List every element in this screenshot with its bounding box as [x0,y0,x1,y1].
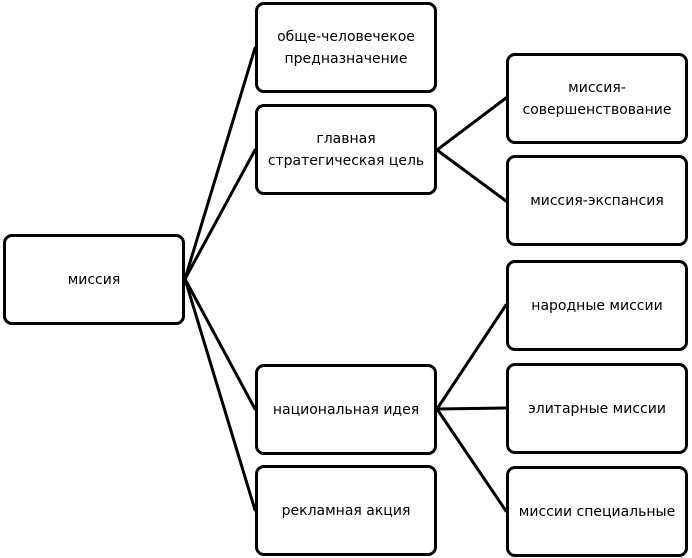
connector-b-b1 [435,96,508,152]
node-mission: миссия [3,234,185,325]
connector-root-d [183,277,257,512]
connector-root-a [183,46,257,281]
node-mission-label: миссия [67,271,121,288]
node-advertising-campaign-label: рекламная акция [281,502,411,519]
node-mission-improvement-label: миссия-совершенствование [522,79,672,118]
node-folk-missions: народные миссии [506,260,688,351]
node-universal-purpose-label: обще-человечекое предназначение [277,28,415,67]
node-national-idea: национальная идея [255,364,437,455]
connector-c-c3 [435,407,508,513]
node-mission-expansion: миссия-экспансия [506,155,688,246]
node-main-strategic-goal-label: главная стратегическая цель [267,130,425,169]
node-universal-purpose: обще-человечекое предназначение [255,2,437,93]
node-mission-expansion-label: миссия-экспансия [530,192,664,209]
node-elite-missions-label: элитарные миссии [528,400,666,417]
connector-c-c2 [435,406,508,411]
node-advertising-campaign: рекламная акция [255,465,437,556]
node-folk-missions-label: народные миссии [531,297,663,314]
node-national-idea-label: национальная идея [272,401,420,418]
node-special-missions-label: миссии специальные [518,503,676,520]
connector-b-b2 [435,148,508,203]
node-main-strategic-goal: главная стратегическая цель [255,104,437,195]
connector-c-c1 [435,303,508,411]
connector-root-b [183,148,257,281]
connector-root-c [183,277,257,411]
node-mission-improvement: миссия-совершенствование [506,53,688,144]
node-elite-missions: элитарные миссии [506,363,688,454]
node-special-missions: миссии специальные [506,466,688,557]
